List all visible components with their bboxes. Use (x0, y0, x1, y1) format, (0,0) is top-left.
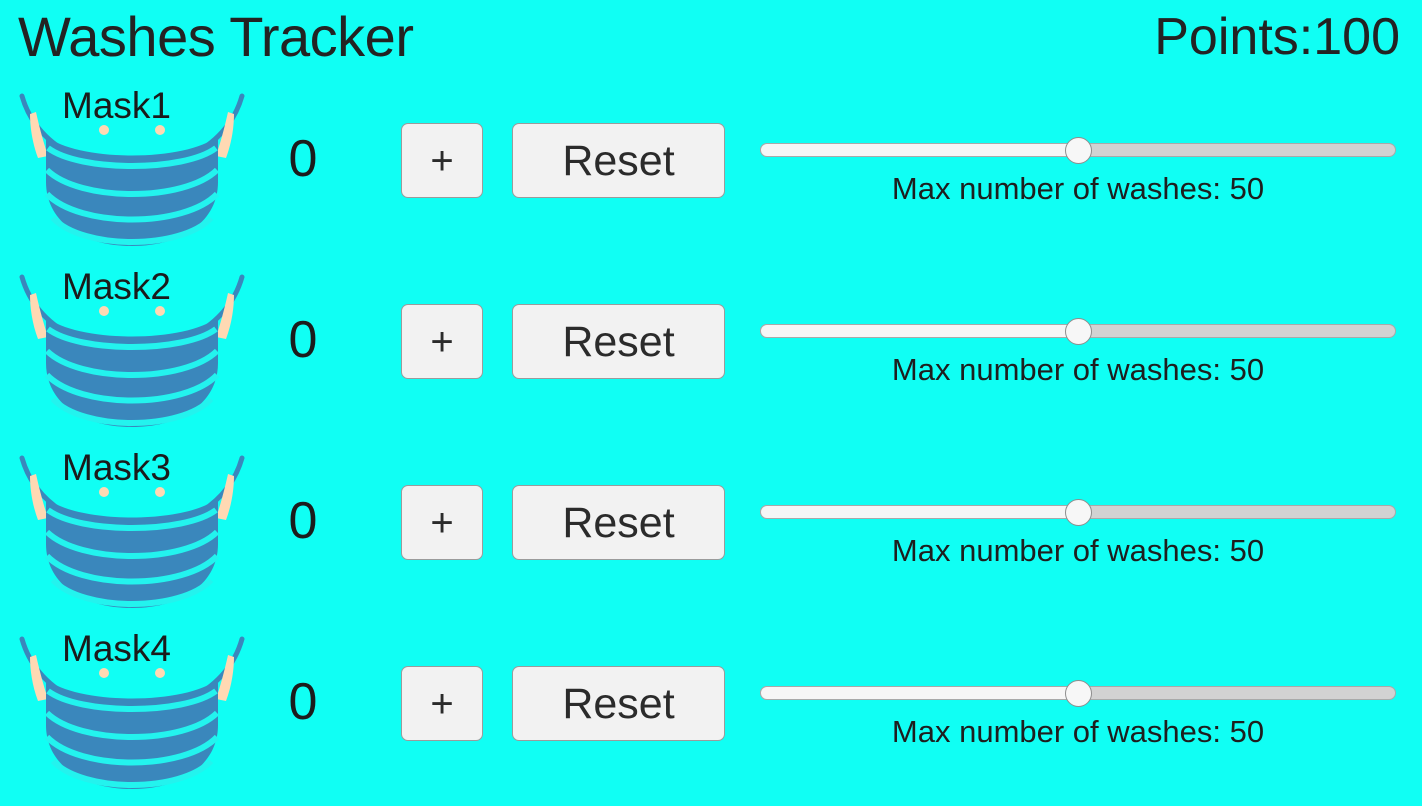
max-washes-caption: Max number of washes: 50 (891, 533, 1265, 568)
mask-row: Mask3 0 + Reset Max number of washes: 50 (0, 444, 1422, 625)
slider-fill (760, 143, 1078, 157)
increment-button[interactable]: + (401, 304, 483, 379)
points-label: Points: (1154, 8, 1314, 66)
max-washes-caption: Max number of washes: 50 (891, 352, 1265, 387)
points-display: Points:100 (1154, 6, 1400, 68)
reset-button[interactable]: Reset (512, 304, 725, 379)
face-mask-icon (8, 448, 256, 614)
mask-label: Mask4 (62, 628, 171, 669)
increment-button[interactable]: + (401, 123, 483, 198)
face-mask-icon (8, 86, 256, 252)
face-mask-icon (8, 629, 256, 795)
page-title: Washes Tracker (18, 5, 414, 68)
max-washes-caption: Max number of washes: 50 (891, 171, 1265, 206)
mask-label: Mask1 (62, 85, 171, 126)
increment-button[interactable]: + (401, 666, 483, 741)
reset-button[interactable]: Reset (512, 666, 725, 741)
reset-button[interactable]: Reset (512, 123, 725, 198)
increment-button[interactable]: + (401, 485, 483, 560)
app-header: Washes Tracker Points:100 (0, 0, 1422, 82)
mask-row: Mask4 0 + Reset Max number of washes: 50 (0, 625, 1422, 806)
wash-count: 0 (288, 492, 318, 550)
wash-count: 0 (288, 130, 318, 188)
mask-row: Mask2 0 + Reset Max number of washes: 50 (0, 263, 1422, 444)
slider-thumb[interactable] (1065, 318, 1092, 345)
mask-label: Mask2 (62, 266, 171, 307)
slider-thumb[interactable] (1065, 499, 1092, 526)
mask-label: Mask3 (62, 447, 171, 488)
reset-button[interactable]: Reset (512, 485, 725, 560)
max-washes-slider[interactable] (760, 318, 1396, 345)
face-mask-icon (8, 267, 256, 433)
slider-thumb[interactable] (1065, 680, 1092, 707)
slider-fill (760, 686, 1078, 700)
points-value: 100 (1313, 8, 1400, 66)
slider-thumb[interactable] (1065, 137, 1092, 164)
wash-count: 0 (288, 311, 318, 369)
max-washes-slider[interactable] (760, 680, 1396, 707)
max-washes-caption: Max number of washes: 50 (891, 714, 1265, 749)
mask-row: Mask1 0 + Reset Max number of washes: 50 (0, 82, 1422, 263)
max-washes-slider[interactable] (760, 499, 1396, 526)
max-washes-slider[interactable] (760, 137, 1396, 164)
wash-count: 0 (288, 673, 318, 731)
slider-fill (760, 324, 1078, 338)
slider-fill (760, 505, 1078, 519)
